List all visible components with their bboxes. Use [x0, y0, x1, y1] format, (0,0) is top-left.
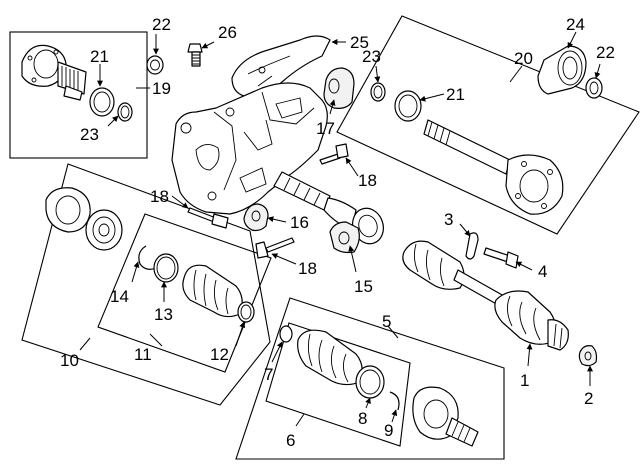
- callout-12: 12: [210, 345, 229, 364]
- box-5-inner-boot-kit: [235, 297, 505, 460]
- callout-9: 9: [384, 421, 393, 440]
- clip-3-icon: [465, 232, 479, 260]
- box-11-boot-kit: [97, 213, 272, 373]
- box-20-axle-shaft: [336, 15, 640, 235]
- snap-ring-23-left-icon: [117, 102, 133, 122]
- output-flange-icon: [21, 44, 87, 101]
- callout-23-right: 23: [362, 47, 381, 66]
- clamp-7-icon: [279, 325, 293, 343]
- bolt-26-icon: [187, 43, 203, 67]
- callout-20: 20: [514, 49, 533, 68]
- callout-18-top: 18: [358, 171, 377, 190]
- bolt-4-icon: [483, 247, 519, 269]
- snap-ring-9-icon: [389, 391, 400, 411]
- seal-21-right-icon: [394, 90, 422, 122]
- snap-ring-14-icon: [138, 245, 157, 270]
- callout-21-left: 21: [90, 47, 109, 66]
- clamp-13-icon: [153, 253, 179, 283]
- callout-18-middle: 18: [150, 187, 169, 206]
- nut-2-icon: [578, 345, 598, 367]
- callout-4: 4: [538, 262, 547, 281]
- callout-labels: 1 2 3 4 5 6 7 8 9 10 11 12 13 14 15 16 1…: [60, 15, 615, 450]
- callout-22-top: 22: [152, 15, 171, 34]
- outer-cv-housing-icon: [45, 187, 91, 233]
- callout-8: 8: [358, 409, 367, 428]
- axle-shaft-20-icon: [423, 119, 564, 215]
- callout-10: 10: [60, 351, 79, 370]
- bolt-18-middle-icon: [187, 207, 229, 229]
- inner-cv-housing-icon: [412, 386, 479, 447]
- boot-11-icon: [182, 264, 243, 318]
- callout-21-right: 21: [446, 85, 465, 104]
- callout-2: 2: [584, 389, 593, 408]
- callout-18-lower: 18: [298, 259, 317, 278]
- callout-5: 5: [382, 312, 391, 331]
- callout-11: 11: [134, 345, 152, 364]
- callout-13: 13: [154, 305, 173, 324]
- callout-15: 15: [354, 277, 373, 296]
- callout-16: 16: [290, 213, 309, 232]
- callout-14: 14: [110, 287, 129, 306]
- seal-21-left-icon: [89, 87, 115, 117]
- callout-7: 7: [264, 365, 273, 384]
- callout-24: 24: [566, 15, 585, 34]
- callout-19: 19: [152, 79, 171, 98]
- callout-6: 6: [286, 431, 295, 450]
- box-19-flange-assembly: [9, 31, 148, 159]
- bolt-18-top-icon: [319, 143, 349, 165]
- seal-23-right-icon: [370, 82, 386, 102]
- callout-17: 17: [316, 119, 335, 138]
- cv-joint-inner-icon: [85, 209, 123, 251]
- bearing-24-icon: [537, 45, 587, 95]
- intermediate-shaft-icon: [273, 171, 384, 245]
- callout-1: 1: [520, 371, 529, 390]
- mount-bushing-17-icon: [323, 67, 355, 109]
- seal-22-top-icon: [146, 55, 164, 75]
- leader-lines: [79, 31, 601, 427]
- front-differential-icon: [171, 82, 328, 215]
- clamp-8-icon: [355, 365, 385, 399]
- mount-bushing-16-icon: [243, 203, 269, 232]
- boot-6-icon: [297, 329, 363, 386]
- callout-22-right: 22: [596, 43, 615, 62]
- bearing-support-15-icon: [329, 221, 360, 254]
- bolt-18-lower-icon: [255, 237, 295, 259]
- clamp-12-icon: [237, 301, 255, 323]
- seal-22-right-icon: [585, 77, 603, 99]
- box-6-boot-kit: [265, 322, 411, 447]
- callout-26: 26: [218, 23, 237, 42]
- cv-axle-shaft-1-icon: [402, 240, 569, 351]
- callout-3: 3: [444, 210, 453, 229]
- callout-23-left: 23: [80, 125, 99, 144]
- callout-25: 25: [350, 33, 369, 52]
